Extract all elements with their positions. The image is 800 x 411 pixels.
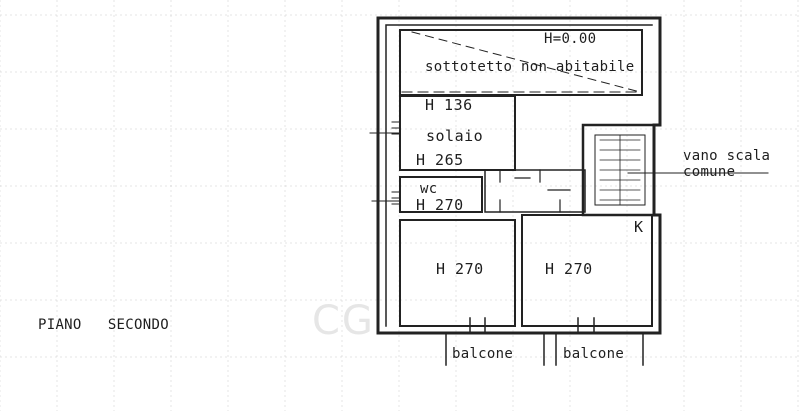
inner-wall-outline [385, 24, 653, 327]
solaio-label: solaio [426, 127, 484, 145]
balcony-left [445, 332, 545, 366]
attic-slope-line [411, 31, 641, 93]
stair-label-line2: comune [683, 164, 736, 180]
room-left-height: H 270 [436, 260, 484, 278]
door-right-balcony [577, 317, 595, 334]
stair-core-wall [581, 123, 656, 217]
solaio-height-bottom: H 265 [416, 151, 464, 169]
door-left-balcony [469, 317, 486, 334]
stair-label-line1: vano scala [683, 148, 771, 164]
window-left-1 [391, 121, 401, 135]
corridor-door-marks [499, 169, 571, 213]
stair-treads [599, 134, 641, 206]
attic-wall [399, 29, 643, 96]
floor-title: PIANO SECONDO [38, 317, 169, 333]
stair-inner [594, 134, 646, 206]
wc-wall [399, 176, 483, 213]
corridor-wall [484, 169, 586, 213]
room-right-marker: K [634, 218, 644, 236]
solaio-height-top: H 136 [425, 96, 473, 114]
balcony-right-label: balcone [563, 346, 625, 362]
room-left-wall [399, 219, 516, 327]
room-right-height: H 270 [545, 260, 593, 278]
room-right-wall [521, 214, 653, 327]
attic-label: sottotetto non abitabile [425, 59, 635, 75]
watermark-text: CG [312, 298, 375, 344]
balcony-right [555, 332, 644, 366]
wc-height-label: H 270 [416, 196, 464, 214]
window-left-2 [391, 191, 401, 205]
balcony-left-label: balcone [452, 346, 514, 362]
attic-height-label: H=0.00 [544, 31, 597, 47]
wc-label: wc [420, 181, 438, 197]
